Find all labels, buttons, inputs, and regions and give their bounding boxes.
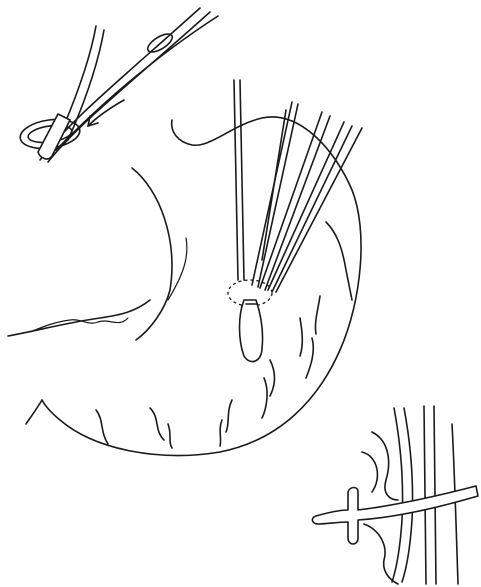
suture-threads: [234, 80, 362, 292]
stomach-fundus-outline: [42, 117, 361, 455]
vessel-bundle: [40, 8, 218, 162]
ligated-branch: [312, 486, 478, 544]
stomach-bottom-left: [26, 400, 42, 424]
gastric-vessels: [96, 222, 352, 448]
vessel-inset: [312, 406, 478, 584]
suture-loop: [18, 114, 81, 159]
upper-wall-line: [8, 300, 150, 336]
lesser-curvature: [132, 168, 172, 340]
stomach: [8, 117, 361, 455]
ligature-inset: [18, 8, 218, 162]
epiploic-edge: [30, 318, 128, 332]
ligated-vessel-stump: [228, 280, 272, 362]
